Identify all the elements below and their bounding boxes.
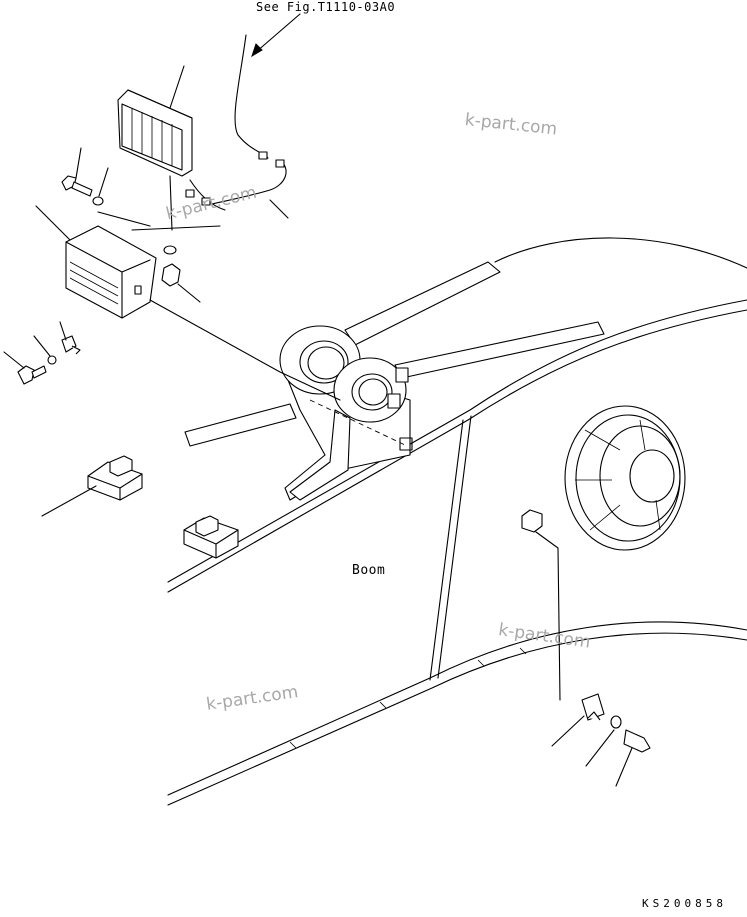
boom-label: Boom (352, 563, 386, 578)
lamp-box (35, 205, 221, 319)
washer-nut (149, 245, 341, 401)
wire-harness (185, 34, 287, 206)
boom-foot (184, 261, 605, 501)
drawing-code: KS200858 (642, 897, 727, 910)
clamp-block-2 (183, 515, 239, 559)
reference-label: See Fig.T1110-03A0 (256, 0, 396, 14)
leader-lines (169, 65, 289, 219)
reference-arrow (251, 13, 301, 58)
bolt-upper (61, 147, 109, 206)
clip-fastener (521, 509, 651, 787)
boom-flange (564, 405, 686, 551)
boom-body (167, 237, 747, 806)
clamp-block-1 (41, 455, 143, 517)
bolt-lower (3, 321, 81, 385)
